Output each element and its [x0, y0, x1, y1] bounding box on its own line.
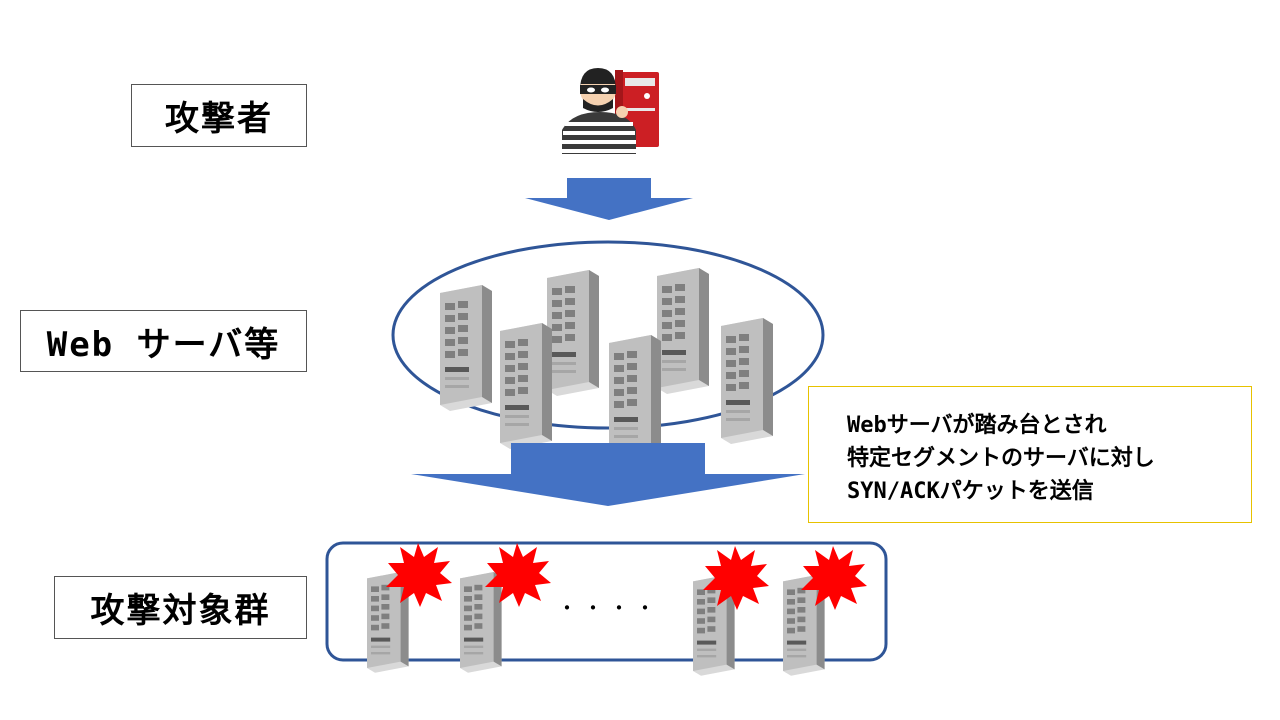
server-tower-icon — [440, 285, 492, 411]
note-line-1: Webサーバが踏み台とされ — [847, 413, 1107, 438]
server-tower-icon — [367, 572, 409, 673]
server-tower-icon — [547, 270, 599, 396]
note-callout: Webサーバが踏み台とされ 特定セグメントのサーバに対し SYN/ACKパケット… — [808, 386, 1252, 523]
label-attacker: 攻撃者 — [131, 84, 307, 147]
server-tower-icon — [783, 575, 825, 676]
server-tower-icon — [721, 318, 773, 444]
attacker-icon — [562, 68, 659, 154]
ellipsis-dots: ・・・・ — [557, 596, 661, 620]
label-targets: 攻撃対象群 — [54, 576, 307, 639]
server-tower-icon — [460, 572, 502, 673]
server-tower-icon — [609, 335, 661, 461]
server-tower-icon — [657, 268, 709, 394]
server-tower-icon — [500, 323, 552, 449]
down-arrow-icon — [411, 443, 805, 506]
down-arrow-icon — [525, 178, 693, 220]
note-line-2: 特定セグメントのサーバに対し — [847, 446, 1155, 471]
note-line-3: SYN/ACKパケットを送信 — [847, 479, 1094, 504]
web-server-group — [391, 240, 825, 430]
label-web-servers: Web サーバ等 — [20, 310, 307, 372]
